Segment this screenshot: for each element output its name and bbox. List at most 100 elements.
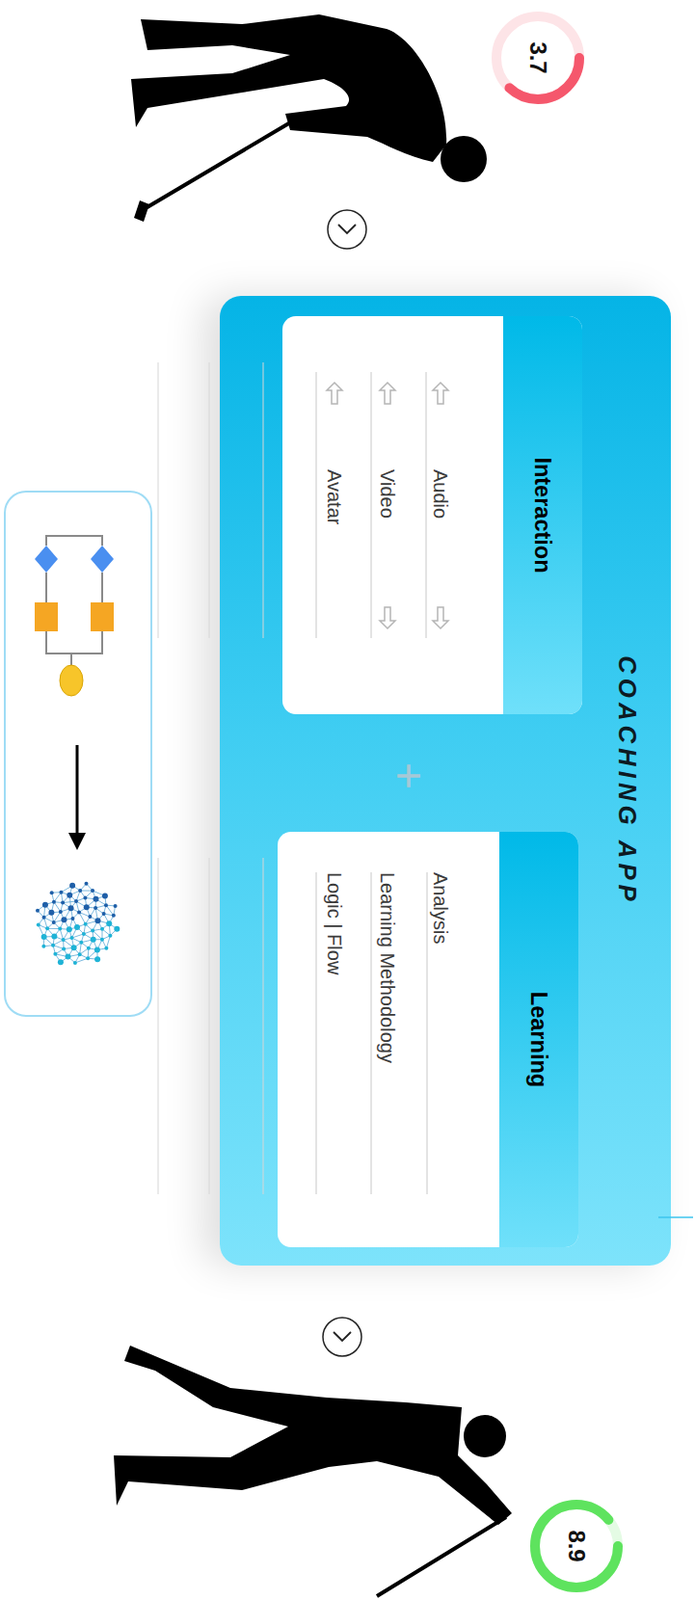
row-line — [426, 372, 428, 639]
network-dot — [51, 934, 57, 940]
tree-wire — [101, 572, 104, 603]
transform-arrow — [76, 745, 80, 835]
guide-line — [209, 857, 211, 1195]
row-label: Video — [375, 469, 400, 519]
input-arrow — [326, 382, 343, 404]
app-title: COACHING APP — [605, 295, 650, 1266]
tree-diamond — [90, 545, 114, 573]
row-line — [316, 372, 318, 639]
network-dot — [94, 917, 101, 924]
golfer-after — [113, 1345, 512, 1597]
network-dot — [41, 944, 46, 949]
arrow-head — [68, 832, 86, 851]
row-label: Avatar — [322, 469, 347, 525]
network-link — [75, 958, 88, 963]
network-dot — [52, 900, 56, 905]
network-dot — [45, 926, 50, 931]
network-dot — [84, 882, 89, 886]
network-dot — [78, 952, 82, 957]
network-dot — [65, 954, 72, 961]
row-label: Analysis — [428, 872, 453, 944]
network-dot — [42, 902, 49, 909]
network-dot — [94, 947, 101, 954]
network-dot — [52, 920, 56, 925]
network-dot — [92, 896, 99, 903]
output-arrow — [432, 607, 449, 629]
network-dot — [104, 903, 108, 908]
golfer-head — [463, 1415, 507, 1458]
network-link — [62, 901, 77, 904]
chevron-circle — [327, 210, 367, 249]
network-dot — [69, 882, 76, 889]
tree-diamond — [34, 545, 58, 573]
network-dot — [74, 899, 79, 904]
network-dot — [61, 946, 66, 951]
output-arrow — [379, 607, 396, 629]
input-arrow — [379, 382, 396, 404]
network-dot — [42, 915, 47, 920]
network-dot — [83, 922, 88, 927]
network-dot — [41, 934, 48, 940]
chevron-button — [322, 1317, 362, 1357]
network-dot — [78, 888, 82, 893]
network-dot — [66, 926, 73, 933]
network-dot — [77, 910, 81, 915]
tree-rect — [34, 602, 58, 632]
io-arrows — [326, 382, 449, 629]
network-dot — [104, 946, 108, 951]
guide-lines — [158, 362, 264, 1195]
network-dot — [57, 927, 62, 932]
row-label: Logic | Flow — [322, 872, 347, 975]
network-dot — [102, 892, 108, 899]
golf-club — [145, 121, 293, 209]
tree-wire — [46, 535, 103, 546]
network-dot — [106, 920, 112, 927]
network-dot — [100, 937, 105, 942]
feature-card: InteractionAudioVideoAvatar — [282, 316, 583, 715]
network-dot — [69, 935, 74, 940]
network-icon — [35, 882, 120, 966]
tick-line — [658, 1216, 694, 1219]
network-dot — [70, 916, 75, 921]
network-dot — [74, 924, 81, 931]
network-dot — [87, 914, 92, 919]
icon-panel — [4, 491, 152, 1016]
network-dot — [58, 890, 63, 895]
club-head — [133, 200, 150, 222]
network-dot — [53, 952, 57, 957]
tree-wire — [45, 572, 48, 603]
score-ring: 3.7 — [480, 9, 587, 107]
input-arrow — [432, 382, 449, 404]
network-dot — [81, 932, 86, 936]
network-dot — [51, 943, 55, 948]
network-dot — [71, 944, 78, 951]
network-dot — [35, 908, 40, 913]
score-value: 8.9 — [528, 1497, 625, 1595]
network-dot — [86, 946, 91, 951]
chevron-button — [327, 210, 367, 249]
tree-oval — [59, 665, 83, 696]
tree-wire — [46, 631, 103, 654]
feature-card: LearningAnalysisLearning MethodologyLogi… — [277, 831, 579, 1248]
network-dot — [58, 909, 63, 914]
app-panel: COACHING APPInteractionAudioVideoAvatarL… — [219, 295, 671, 1266]
score-value: 3.7 — [489, 9, 587, 107]
golf-club — [376, 1517, 507, 1597]
network-dot — [82, 896, 87, 901]
network-dot — [79, 940, 83, 945]
tree-rect — [90, 602, 114, 632]
tree-wire — [70, 653, 73, 666]
network-dot — [100, 927, 105, 932]
network-dot — [90, 936, 97, 943]
network-dot — [60, 916, 67, 923]
network-dot — [50, 890, 54, 895]
network-dot — [36, 922, 41, 927]
network-dot — [113, 904, 118, 909]
network-dot — [66, 892, 73, 899]
network-dot — [113, 926, 120, 933]
chevron-circle — [322, 1317, 362, 1357]
score-ring: 8.9 — [518, 1497, 625, 1595]
guide-line — [158, 857, 160, 1195]
